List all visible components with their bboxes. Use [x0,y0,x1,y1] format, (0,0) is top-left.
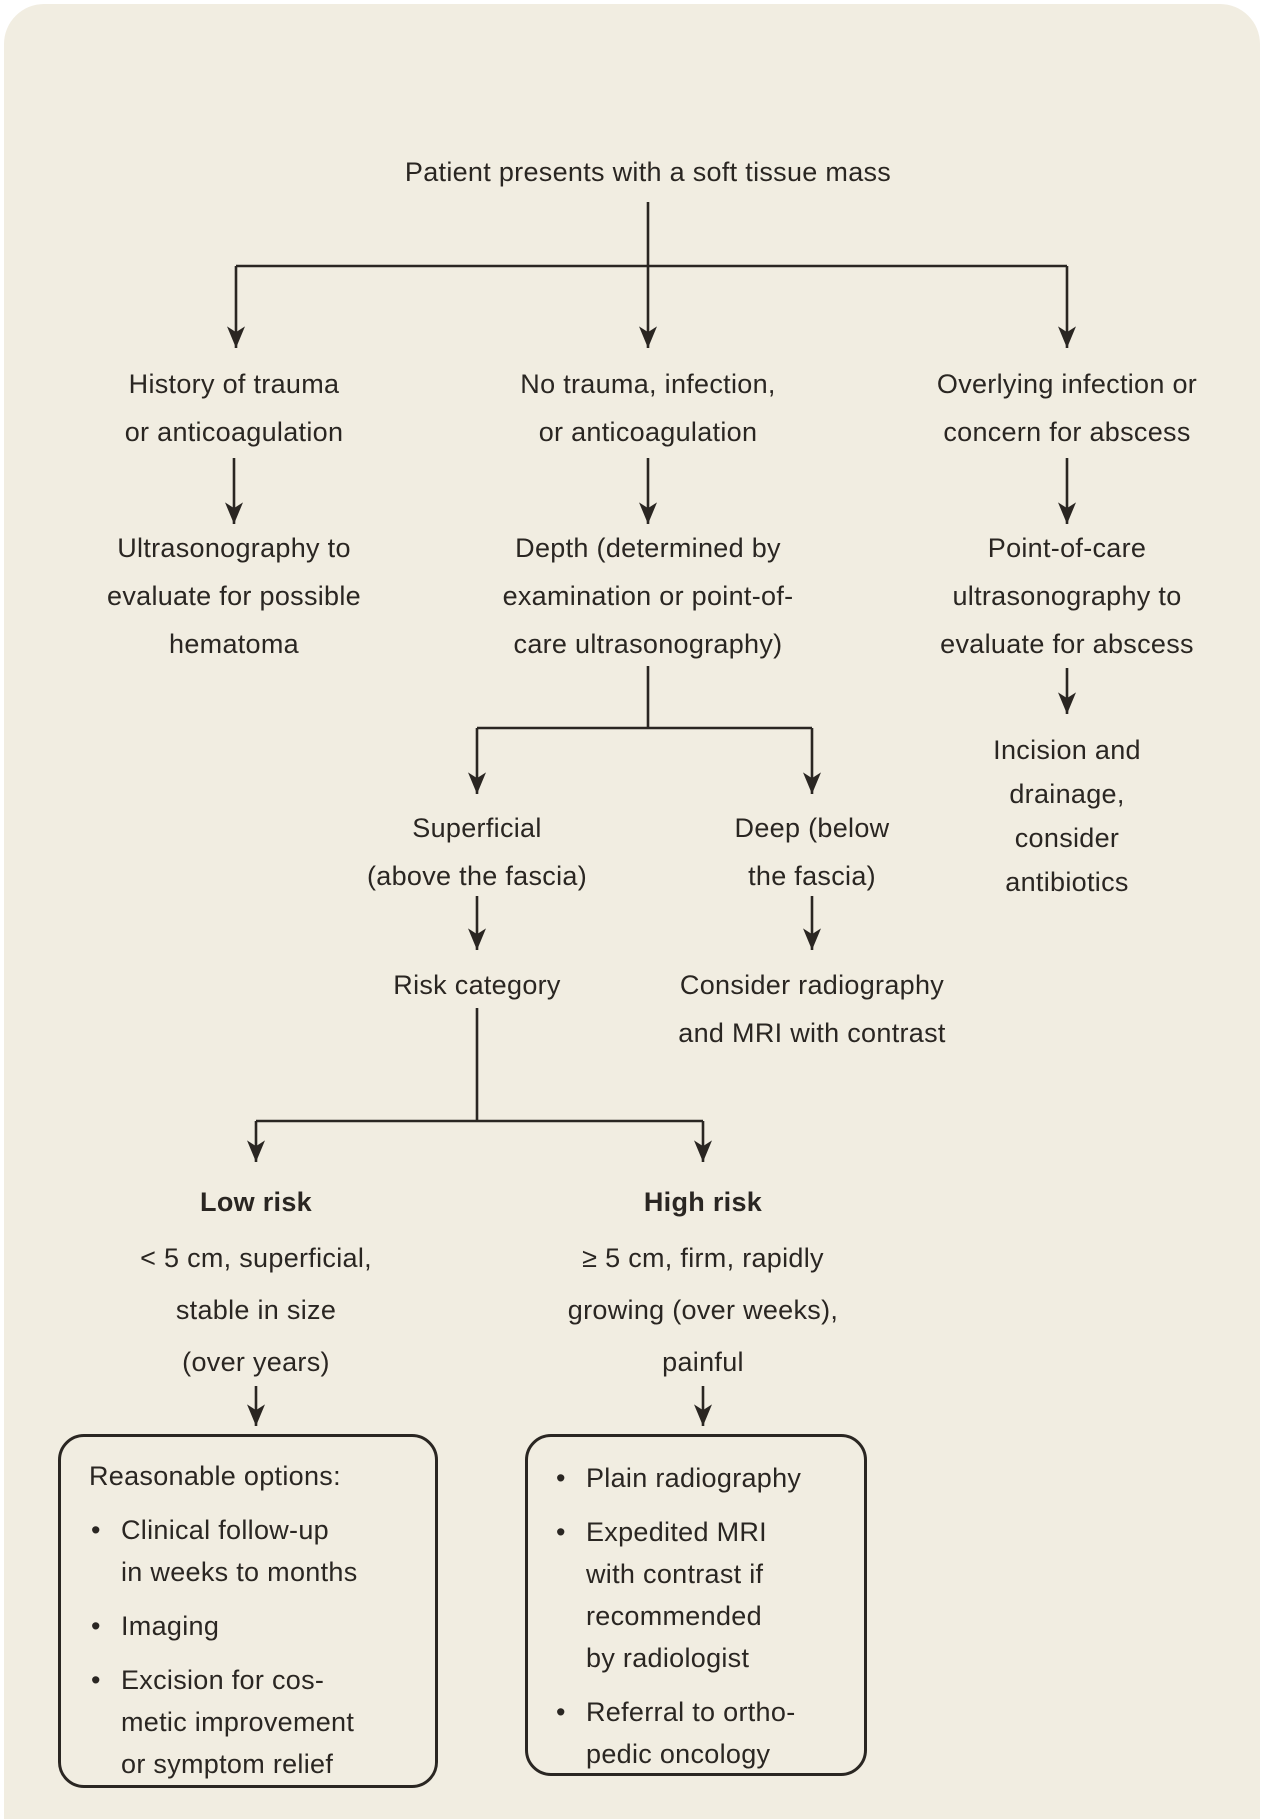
title-line: Patient presents with a soft tissue mass [404,157,892,187]
bullet-icon: • [556,1517,566,1547]
bullet-icon: • [91,1515,101,1545]
node-risk-category: Risk category [393,961,560,1009]
node-poc-ultrasonography: Point-of-care ultrasonography to evaluat… [940,524,1194,668]
low-risk-options-list: • Clinical follow-up in weeks to months … [89,1509,421,1785]
node-line: Incision and [993,735,1141,765]
item-line: with contrast if [586,1559,764,1589]
node-line: the fascia) [748,861,876,891]
node-line: painful [662,1347,744,1377]
item-line: in weeks to months [121,1557,358,1587]
node-line: Overlying infection or [936,369,1198,399]
node-line: ≥ 5 cm, firm, rapidly [582,1243,824,1273]
node-line: Deep (below [734,813,890,843]
node-incision-drainage: Incision and drainage, consider antibiot… [993,728,1141,904]
node-line: examination or point-of- [502,581,794,611]
node-line: stable in size [175,1295,337,1325]
item-line: Referral to ortho- [586,1697,796,1727]
item-line: by radiologist [586,1643,750,1673]
flowchart-title: Patient presents with a soft tissue mass [405,148,891,196]
node-line: consider [1014,823,1120,853]
list-item: • Referral to ortho- pedic oncology [554,1691,854,1775]
item-line: metic improvement [121,1707,355,1737]
node-high-risk-criteria: ≥ 5 cm, firm, rapidly growing (over week… [568,1232,838,1388]
node-overlying-infection: Overlying infection or concern for absce… [937,360,1197,456]
node-line: or anticoagulation [538,417,758,447]
node-line: evaluate for possible [107,581,361,611]
node-low-risk-heading: Low risk [200,1178,312,1226]
node-line: drainage, [1009,779,1125,809]
node-line: (above the fascia) [366,861,588,891]
item-line: Excision for cos- [121,1665,325,1695]
node-line: Ultrasonography to [117,533,351,563]
high-risk-actions-box: • Plain radiography • Expedited MRI with… [525,1434,867,1776]
node-line: or anticoagulation [124,417,344,447]
bullet-icon: • [556,1697,566,1727]
node-line: Depth (determined by [515,533,781,563]
list-item: • Expedited MRI with contrast if recomme… [554,1511,854,1679]
node-line: < 5 cm, superficial, [140,1243,372,1273]
node-line: Superficial [412,813,542,843]
list-item: • Plain radiography [554,1457,854,1499]
node-line: History of trauma [128,369,340,399]
node-line: growing (over weeks), [567,1295,839,1325]
item-line: Clinical follow-up [121,1515,329,1545]
node-line: and MRI with contrast [678,1018,946,1048]
node-line: antibiotics [1005,867,1129,897]
node-line: Consider radiography [679,970,945,1000]
node-line: concern for abscess [943,417,1191,447]
item-line: Expedited MRI [586,1517,767,1547]
node-ultrasonography-hematoma: Ultrasonography to evaluate for possible… [107,524,361,668]
connector-depth-branch [477,666,812,730]
node-line: No trauma, infection, [520,369,776,399]
item-line: recommended [586,1601,762,1631]
node-line: (over years) [182,1347,330,1377]
list-item: • Imaging [89,1605,421,1647]
node-line: evaluate for abscess [940,629,1194,659]
node-line: ultrasonography to [952,581,1182,611]
node-line: Low risk [200,1187,312,1217]
node-low-risk-criteria: < 5 cm, superficial, stable in size (ove… [140,1232,372,1388]
bullet-icon: • [91,1611,101,1641]
bullet-icon: • [556,1463,566,1493]
box-heading: Reasonable options: [89,1461,341,1491]
bullet-icon: • [91,1665,101,1695]
node-superficial: Superficial (above the fascia) [367,804,587,900]
high-risk-actions-list: • Plain radiography • Expedited MRI with… [554,1457,854,1775]
node-no-trauma: No trauma, infection, or anticoagulation [520,360,775,456]
node-depth: Depth (determined by examination or poin… [503,524,794,668]
list-item: • Excision for cos- metic improvement or… [89,1659,421,1785]
connector-risk-branch [256,1008,703,1123]
node-history-of-trauma: History of trauma or anticoagulation [125,360,344,456]
node-deep: Deep (below the fascia) [735,804,890,900]
list-item: • Clinical follow-up in weeks to months [89,1509,421,1593]
item-line: Imaging [121,1611,220,1641]
item-line: or symptom relief [121,1749,334,1779]
node-consider-radiography: Consider radiography and MRI with contra… [678,961,945,1057]
node-line: hematoma [169,629,299,659]
node-high-risk-heading: High risk [644,1178,762,1226]
low-risk-options-box: Reasonable options: • Clinical follow-up… [58,1434,438,1788]
node-line: Point-of-care [987,533,1147,563]
node-line: care ultrasonography) [513,629,783,659]
node-line: High risk [643,1187,763,1217]
item-line: Plain radiography [586,1463,802,1493]
item-line: pedic oncology [586,1739,771,1769]
node-line: Risk category [393,970,561,1000]
